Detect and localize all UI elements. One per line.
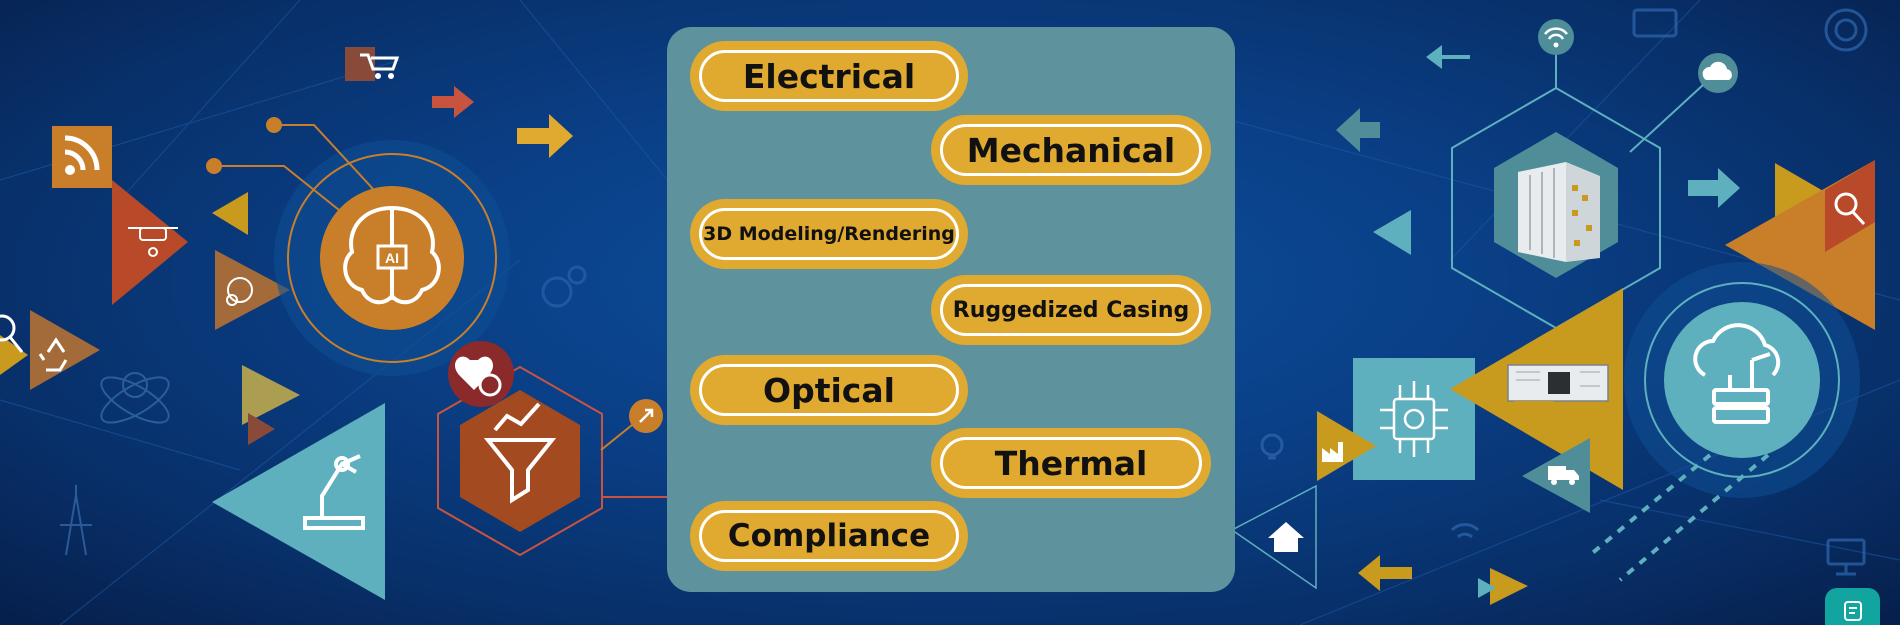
search-icon (0, 314, 24, 353)
arrow-icon (517, 114, 573, 158)
recycle-icon (30, 310, 100, 390)
ai-badge-text: AI (385, 250, 399, 266)
compliance-label: Compliance (699, 510, 959, 562)
electrical-label: Electrical (699, 50, 959, 102)
compliance-pill[interactable]: Compliance (690, 501, 968, 571)
3d-modeling-label: 3D Modeling/Rendering (699, 208, 959, 260)
mechanical-label: Mechanical (940, 124, 1202, 176)
cloud-server-icon (1664, 302, 1820, 458)
rss-icon (52, 126, 112, 188)
3d-modeling-pill[interactable]: 3D Modeling/Rendering (690, 199, 968, 269)
factory-icon (1317, 411, 1376, 481)
optical-label: Optical (699, 364, 959, 416)
home-icon (1268, 522, 1304, 552)
search-icon (1834, 192, 1866, 226)
mechanical-pill[interactable]: Mechanical (931, 115, 1211, 185)
ruggedized-casing-label: Ruggedized Casing (940, 284, 1202, 336)
drone-icon (112, 180, 188, 305)
arrow-icon (432, 86, 474, 118)
thermal-pill[interactable]: Thermal (931, 428, 1211, 498)
ruggedized-casing-pill[interactable]: Ruggedized Casing (931, 275, 1211, 345)
cart-icon (345, 47, 400, 81)
chat-button[interactable] (1825, 588, 1880, 625)
optical-pill[interactable]: Optical (690, 355, 968, 425)
thermal-label: Thermal (940, 437, 1202, 489)
chat-icon (1843, 601, 1862, 621)
electrical-pill[interactable]: Electrical (690, 41, 968, 111)
robot-arm-icon (212, 403, 385, 600)
circuit-chip-icon (1353, 358, 1475, 480)
wifi-icon (1538, 19, 1574, 55)
funnel-chart-icon (460, 390, 580, 532)
